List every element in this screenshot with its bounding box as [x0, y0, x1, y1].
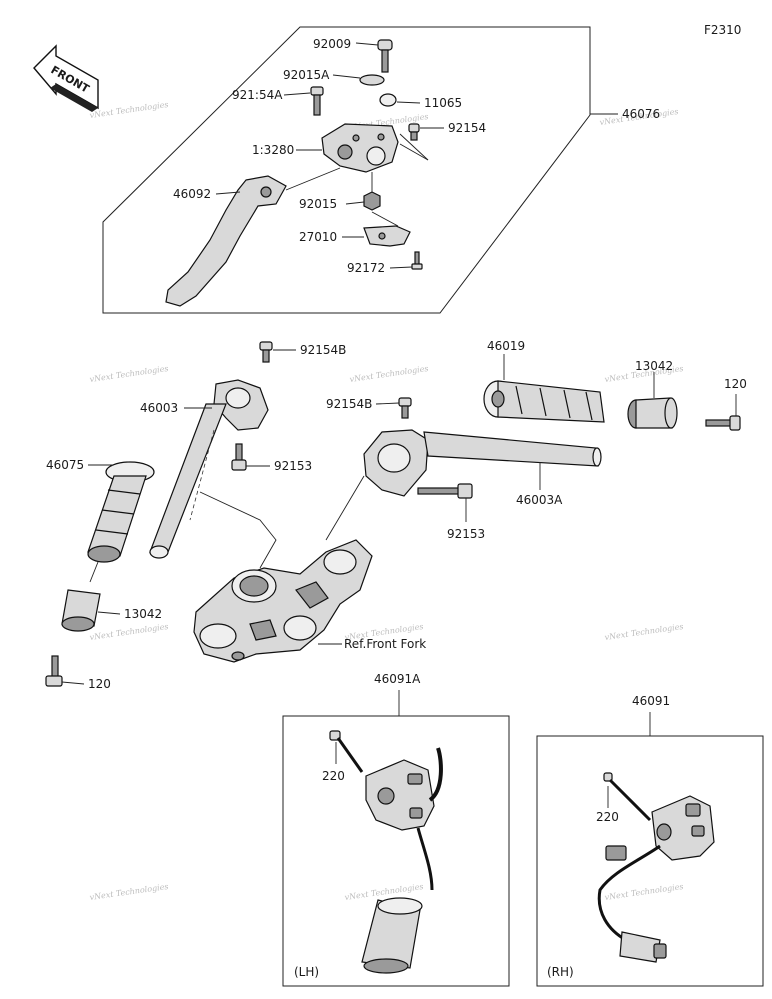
- label-92153-right: 92153: [447, 527, 485, 541]
- label-ref-front-fork: Ref.Front Fork: [344, 637, 426, 651]
- label-92015: 92015: [299, 197, 337, 211]
- lever-assembly-frame: [102, 26, 591, 314]
- switch-housing-rh: [597, 795, 715, 963]
- bolt-92154b-left: [259, 341, 273, 363]
- label-27010: 27010: [299, 230, 337, 244]
- grip-46075: [87, 461, 155, 563]
- label-92015a: 92015A: [283, 68, 330, 82]
- label-46076: 46076: [622, 107, 660, 121]
- label-120-left: 120: [88, 677, 111, 691]
- screw-92172: [411, 251, 423, 270]
- label-120-right: 120: [724, 377, 747, 391]
- label-92172: 92172: [347, 261, 385, 275]
- bolt-92154b-right: [398, 397, 412, 419]
- label-13280: 1:3280: [252, 143, 294, 157]
- lever-46092: [165, 175, 287, 307]
- label-92154-top: 92154: [448, 121, 486, 135]
- label-92154b-left: 92154B: [300, 343, 346, 357]
- svg-text:vNext Technologies: vNext Technologies: [604, 622, 684, 642]
- bolt-92154a: [310, 86, 324, 116]
- svg-text:vNext Technologies: vNext Technologies: [89, 364, 169, 384]
- cap-11065: [379, 93, 397, 107]
- label-46075: 46075: [46, 458, 84, 472]
- screw-120-right: [705, 415, 741, 431]
- label-lh: (LH): [294, 965, 319, 979]
- label-46019: 46019: [487, 339, 525, 353]
- figure-code: F2310: [704, 23, 741, 37]
- grip-46019: [483, 380, 605, 423]
- bolt-92153-right: [417, 483, 473, 499]
- svg-text:vNext Technologies: vNext Technologies: [89, 622, 169, 642]
- label-46092: 46092: [173, 187, 211, 201]
- label-rh: (RH): [547, 965, 574, 979]
- handlebar-46003a: [363, 429, 602, 497]
- label-13042-right: 13042: [635, 359, 673, 373]
- label-220-lh: 220: [322, 769, 345, 783]
- screw-220-rh: [603, 772, 652, 822]
- lh-switch-frame: [282, 715, 510, 987]
- label-220-rh: 220: [596, 810, 619, 824]
- bolt-92153-left: [231, 443, 247, 471]
- screw-120-left: [45, 655, 63, 687]
- bar-end-weight-13042-right: [627, 397, 678, 429]
- front-arrow-icon: FRONT: [33, 44, 99, 112]
- bolt-92009: [377, 39, 393, 73]
- label-92009: 92009: [313, 37, 351, 51]
- label-11065: 11065: [424, 96, 462, 110]
- upper-fork-bracket: [193, 539, 373, 663]
- switch-housing-lh: [361, 747, 443, 974]
- switch-27010: [363, 225, 411, 247]
- label-92154a: 921:54A: [232, 88, 283, 102]
- label-46091: 46091: [632, 694, 670, 708]
- label-46003a: 46003A: [516, 493, 563, 507]
- screw-92154: [408, 123, 420, 141]
- washer-92015a: [359, 74, 385, 86]
- label-46003: 46003: [140, 401, 178, 415]
- screw-220-lh: [329, 730, 364, 773]
- svg-text:vNext Technologies: vNext Technologies: [89, 882, 169, 902]
- lever-holder-13280: [321, 123, 399, 173]
- handlebar-46003: [149, 379, 269, 559]
- bar-end-weight-13042-left: [61, 589, 101, 632]
- label-13042-left: 13042: [124, 607, 162, 621]
- rh-switch-frame: [536, 735, 764, 987]
- label-92153-left: 92153: [274, 459, 312, 473]
- svg-text:vNext Technologies: vNext Technologies: [89, 100, 169, 120]
- label-46091a: 46091A: [374, 672, 421, 686]
- nut-92015: [363, 191, 381, 211]
- svg-text:vNext Technologies: vNext Technologies: [349, 364, 429, 384]
- label-92154b-right: 92154B: [326, 397, 372, 411]
- svg-text:vNext Technologies: vNext Technologies: [604, 882, 684, 902]
